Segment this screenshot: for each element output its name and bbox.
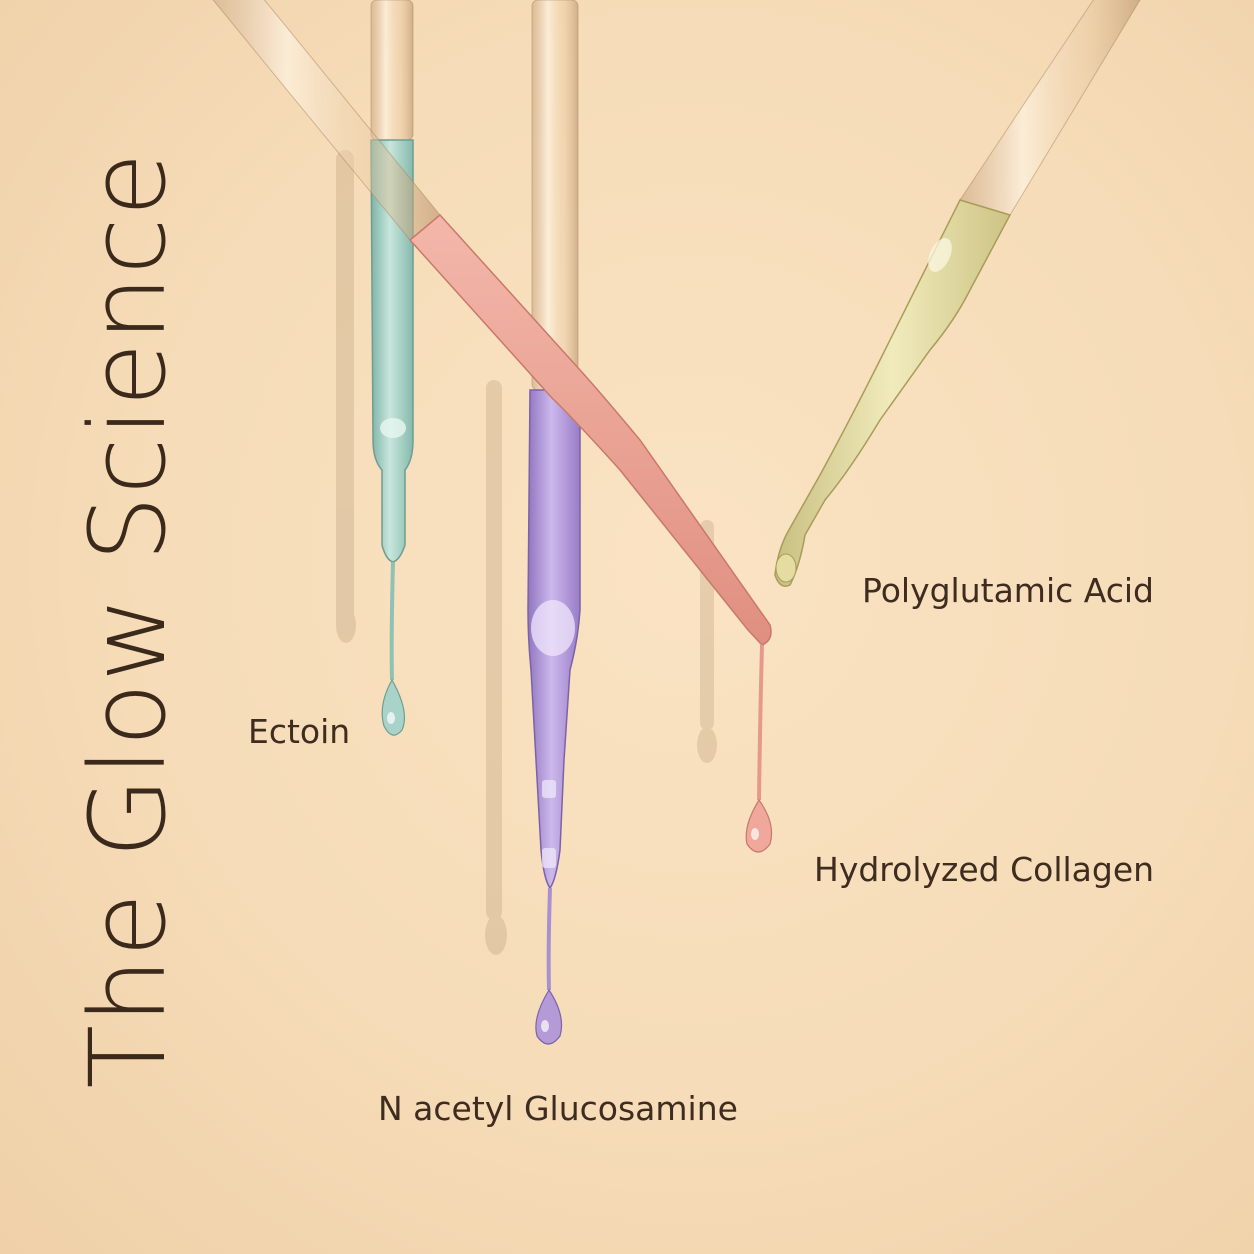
dropper-polyglutamic-acid-icon bbox=[774, 0, 1141, 587]
label-hydrolyzed-collagen: Hydrolyzed Collagen bbox=[814, 850, 1155, 889]
dropper-ectoin-icon bbox=[370, 0, 414, 736]
label-ectoin: Ectoin bbox=[248, 712, 351, 751]
dropper-hydrolyzed-collagen-icon bbox=[212, 0, 773, 853]
page-title: The Glow Science bbox=[67, 151, 189, 1089]
dropper-shadows bbox=[336, 150, 717, 955]
label-polyglutamic-acid: Polyglutamic Acid bbox=[862, 571, 1155, 610]
label-n-acetyl-glucosamine: N acetyl Glucosamine bbox=[378, 1089, 738, 1128]
dropper-n-acetyl-glucosamine-icon bbox=[527, 0, 581, 1045]
